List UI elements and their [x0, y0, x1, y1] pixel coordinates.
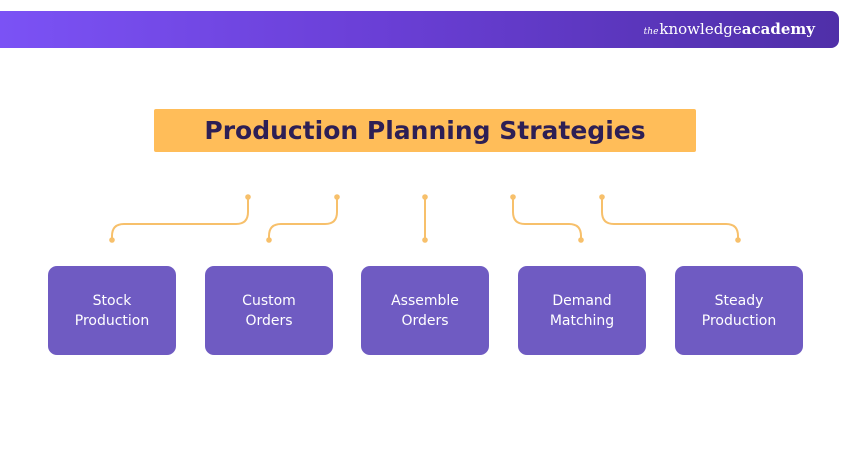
- strategy-label-line1: Steady: [714, 292, 764, 309]
- strategy-node-stock-production: Stock Production: [48, 266, 176, 355]
- strategy-label-line1: Demand: [552, 292, 612, 309]
- connector-dot-top-1: [245, 194, 251, 200]
- connector-dot-top-4: [510, 194, 516, 200]
- connector-dot-bottom-4: [578, 237, 584, 243]
- connector-dot-top-2: [334, 194, 340, 200]
- connector-steady-production: [601, 196, 739, 241]
- connector-stock-production: [111, 196, 249, 241]
- strategy-label-line1: Custom: [242, 292, 296, 309]
- strategy-label-line2: Orders: [401, 312, 449, 329]
- connector-dot-bottom-1: [109, 237, 115, 243]
- strategy-label-line2: Orders: [245, 312, 293, 329]
- connector-custom-orders: [268, 196, 338, 241]
- strategy-label-line1: Stock: [92, 292, 132, 309]
- connector-dot-bottom-3: [422, 237, 428, 243]
- connector-demand-matching: [512, 196, 582, 241]
- strategy-label-line2: Production: [701, 312, 777, 329]
- diagram-title-box: Production Planning Strategies: [154, 109, 696, 152]
- strategy-label-line2: Production: [74, 312, 150, 329]
- strategy-node-steady-production: Steady Production: [675, 266, 803, 355]
- brand-logo-the: the: [643, 27, 659, 37]
- connector-dot-bottom-2: [266, 237, 272, 243]
- connector-dot-top-5: [599, 194, 605, 200]
- strategy-node-demand-matching: Demand Matching: [518, 266, 646, 355]
- diagram-title: Production Planning Strategies: [204, 116, 646, 145]
- brand-logo-knowledge: knowledge: [659, 20, 742, 38]
- strategy-node-assemble-orders: Assemble Orders: [361, 266, 489, 355]
- connector-dot-bottom-5: [735, 237, 741, 243]
- brand-logo-academy: academy: [741, 20, 815, 38]
- strategy-label-line1: Assemble: [391, 292, 459, 309]
- brand-banner: theknowledgeacademy: [0, 11, 839, 48]
- strategy-node-custom-orders: Custom Orders: [205, 266, 333, 355]
- brand-logo: theknowledgeacademy: [644, 20, 815, 41]
- strategy-label-line2: Matching: [549, 312, 615, 329]
- connector-dot-top-3: [422, 194, 428, 200]
